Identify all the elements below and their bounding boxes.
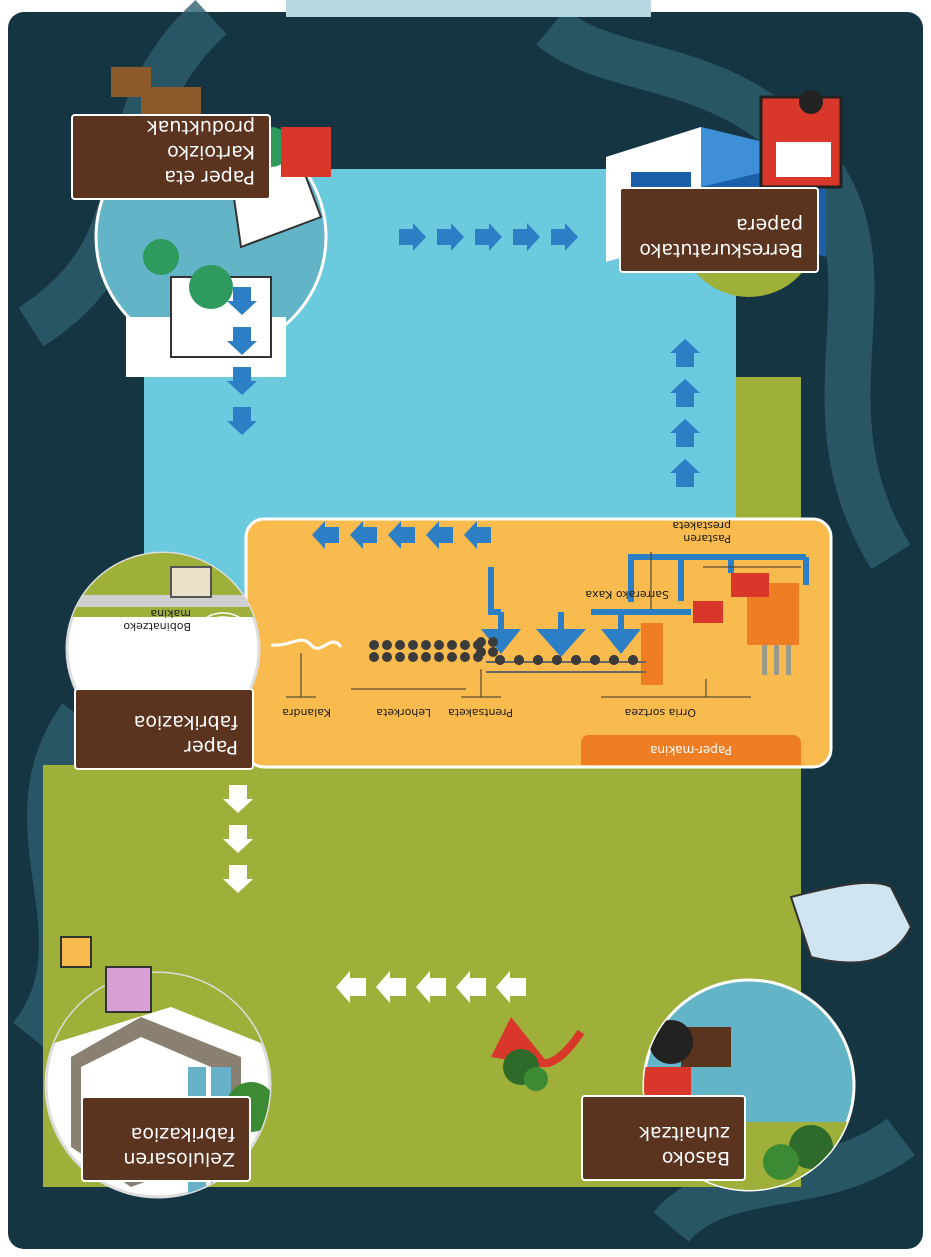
label-paper-manufacturing: Paper fabrikazioa — [74, 688, 254, 770]
roller — [609, 655, 619, 665]
roller — [590, 655, 600, 665]
roller — [408, 652, 418, 662]
blue-arrows-top — [399, 223, 578, 251]
pipes — [591, 554, 809, 615]
roller — [382, 640, 392, 650]
roller — [488, 637, 498, 647]
roller — [514, 655, 524, 665]
step-sheet-forming: Orria sortzea — [624, 706, 696, 719]
blue-arrows-recycled-to-paper — [670, 339, 700, 487]
step-headbox: Sarrerako Kaxa — [585, 588, 669, 601]
paper-roll-ring — [206, 628, 240, 662]
white-arrows-forest-to-cellulose — [336, 971, 526, 1003]
tractor-icon — [491, 1017, 585, 1091]
step-drying: Lehorketa — [376, 706, 431, 719]
step-calender: Kalandra — [282, 706, 331, 719]
roller — [447, 652, 457, 662]
rollers — [369, 637, 638, 665]
roller — [476, 637, 486, 647]
label-cellulose-manufacturing: Zelulosaren fabrikazioa — [81, 1096, 251, 1182]
roller — [552, 655, 562, 665]
roller — [434, 640, 444, 650]
roller — [395, 652, 405, 662]
label-recycled-paper: Berreskuratutako papera — [619, 187, 819, 273]
products-icon — [94, 67, 331, 377]
roller — [628, 655, 638, 665]
white-arrows-cellulose-to-paper — [223, 785, 253, 893]
step-pulp-preparation: Pastaren prestaketa — [672, 519, 731, 545]
roller — [382, 652, 392, 662]
pump-2 — [693, 601, 723, 623]
step-winder: Bobinatzeko makina — [123, 607, 191, 633]
blue-arrows-paper-to-products — [312, 521, 491, 549]
paper-roll-ring — [202, 624, 244, 666]
pump-1 — [731, 573, 769, 597]
roller — [460, 652, 470, 662]
paper-roll-ring — [214, 636, 232, 654]
roller — [408, 640, 418, 650]
roller — [495, 655, 505, 665]
roller — [369, 652, 379, 662]
former-2 — [536, 629, 586, 657]
top-band — [286, 0, 651, 17]
label-forest-trees: Basoko zuhaitzak — [581, 1095, 746, 1181]
paper-roll-ring — [218, 640, 228, 650]
roller — [421, 640, 431, 650]
roller — [488, 647, 498, 657]
paper-machine-title: Paper-makina — [581, 735, 801, 765]
blue-arrows-products-to-recycled — [227, 287, 257, 435]
factory-icon — [60, 936, 152, 1013]
paper-roll-ring — [198, 620, 248, 670]
paper-machine-drawing — [270, 552, 809, 698]
roller — [369, 640, 379, 650]
step-pressing: Prentsaketa — [447, 706, 513, 719]
paper-roll-icon — [190, 612, 256, 678]
former-3 — [481, 629, 521, 654]
roller — [395, 640, 405, 650]
headbox-pipes — [488, 567, 624, 632]
green-area — [43, 377, 801, 1187]
former-1 — [601, 629, 641, 654]
roller — [447, 640, 457, 650]
greenhouse-icon — [789, 881, 913, 964]
paper-roll-ring — [194, 616, 252, 674]
roller — [421, 652, 431, 662]
paper-roll-ring — [210, 632, 236, 658]
roller — [533, 655, 543, 665]
roller — [476, 647, 486, 657]
label-paper-products: Paper eta Kartoizko produktuak — [71, 114, 271, 200]
roller — [434, 652, 444, 662]
roller — [460, 640, 470, 650]
headbox — [641, 623, 663, 685]
leader-lines — [286, 552, 801, 698]
paper-roll-ring — [190, 612, 256, 678]
tank-legs — [762, 645, 791, 675]
roller — [571, 655, 581, 665]
